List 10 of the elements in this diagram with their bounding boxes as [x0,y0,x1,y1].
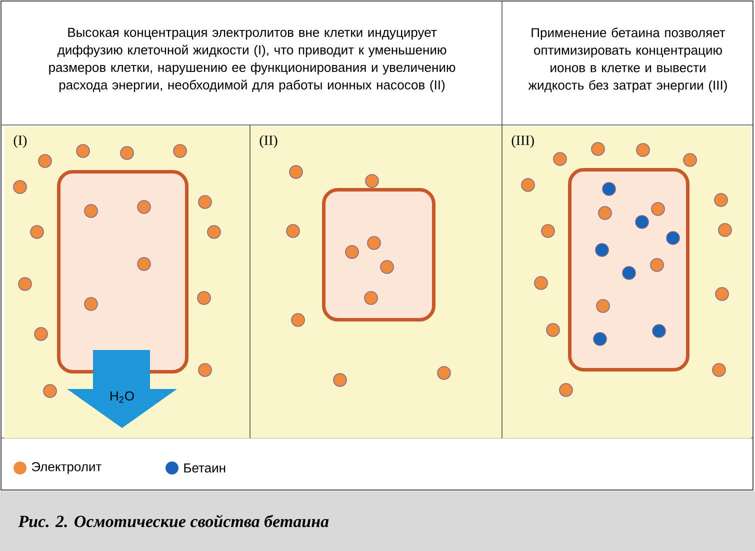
header-text: Применение бетаина позволяет оптимизировать концентрацию ионов в клетке и вывести жидкость без затрат энергии (III) [528,28,727,92]
cell-outline [322,188,436,322]
legend-label: Электролит [32,462,102,474]
node-label: (II) [260,135,278,148]
cell-outline [57,170,188,374]
cell-outline [568,168,690,372]
header-text: Высокая концентрация электролитов вне клетки индуцирует диффузию клеточной жидкости (I), что приводит к уменьшению размеров клетки, нарушению ее функционирования и увеличению расхода энергии, необходимой для работы ионных насосов (II) [49,28,456,92]
legend-label: Бетаин [184,463,226,473]
caption-band: Рис. 2. Осмотические свойства бетаина [0,491,755,551]
node-label: (III) [512,135,534,148]
